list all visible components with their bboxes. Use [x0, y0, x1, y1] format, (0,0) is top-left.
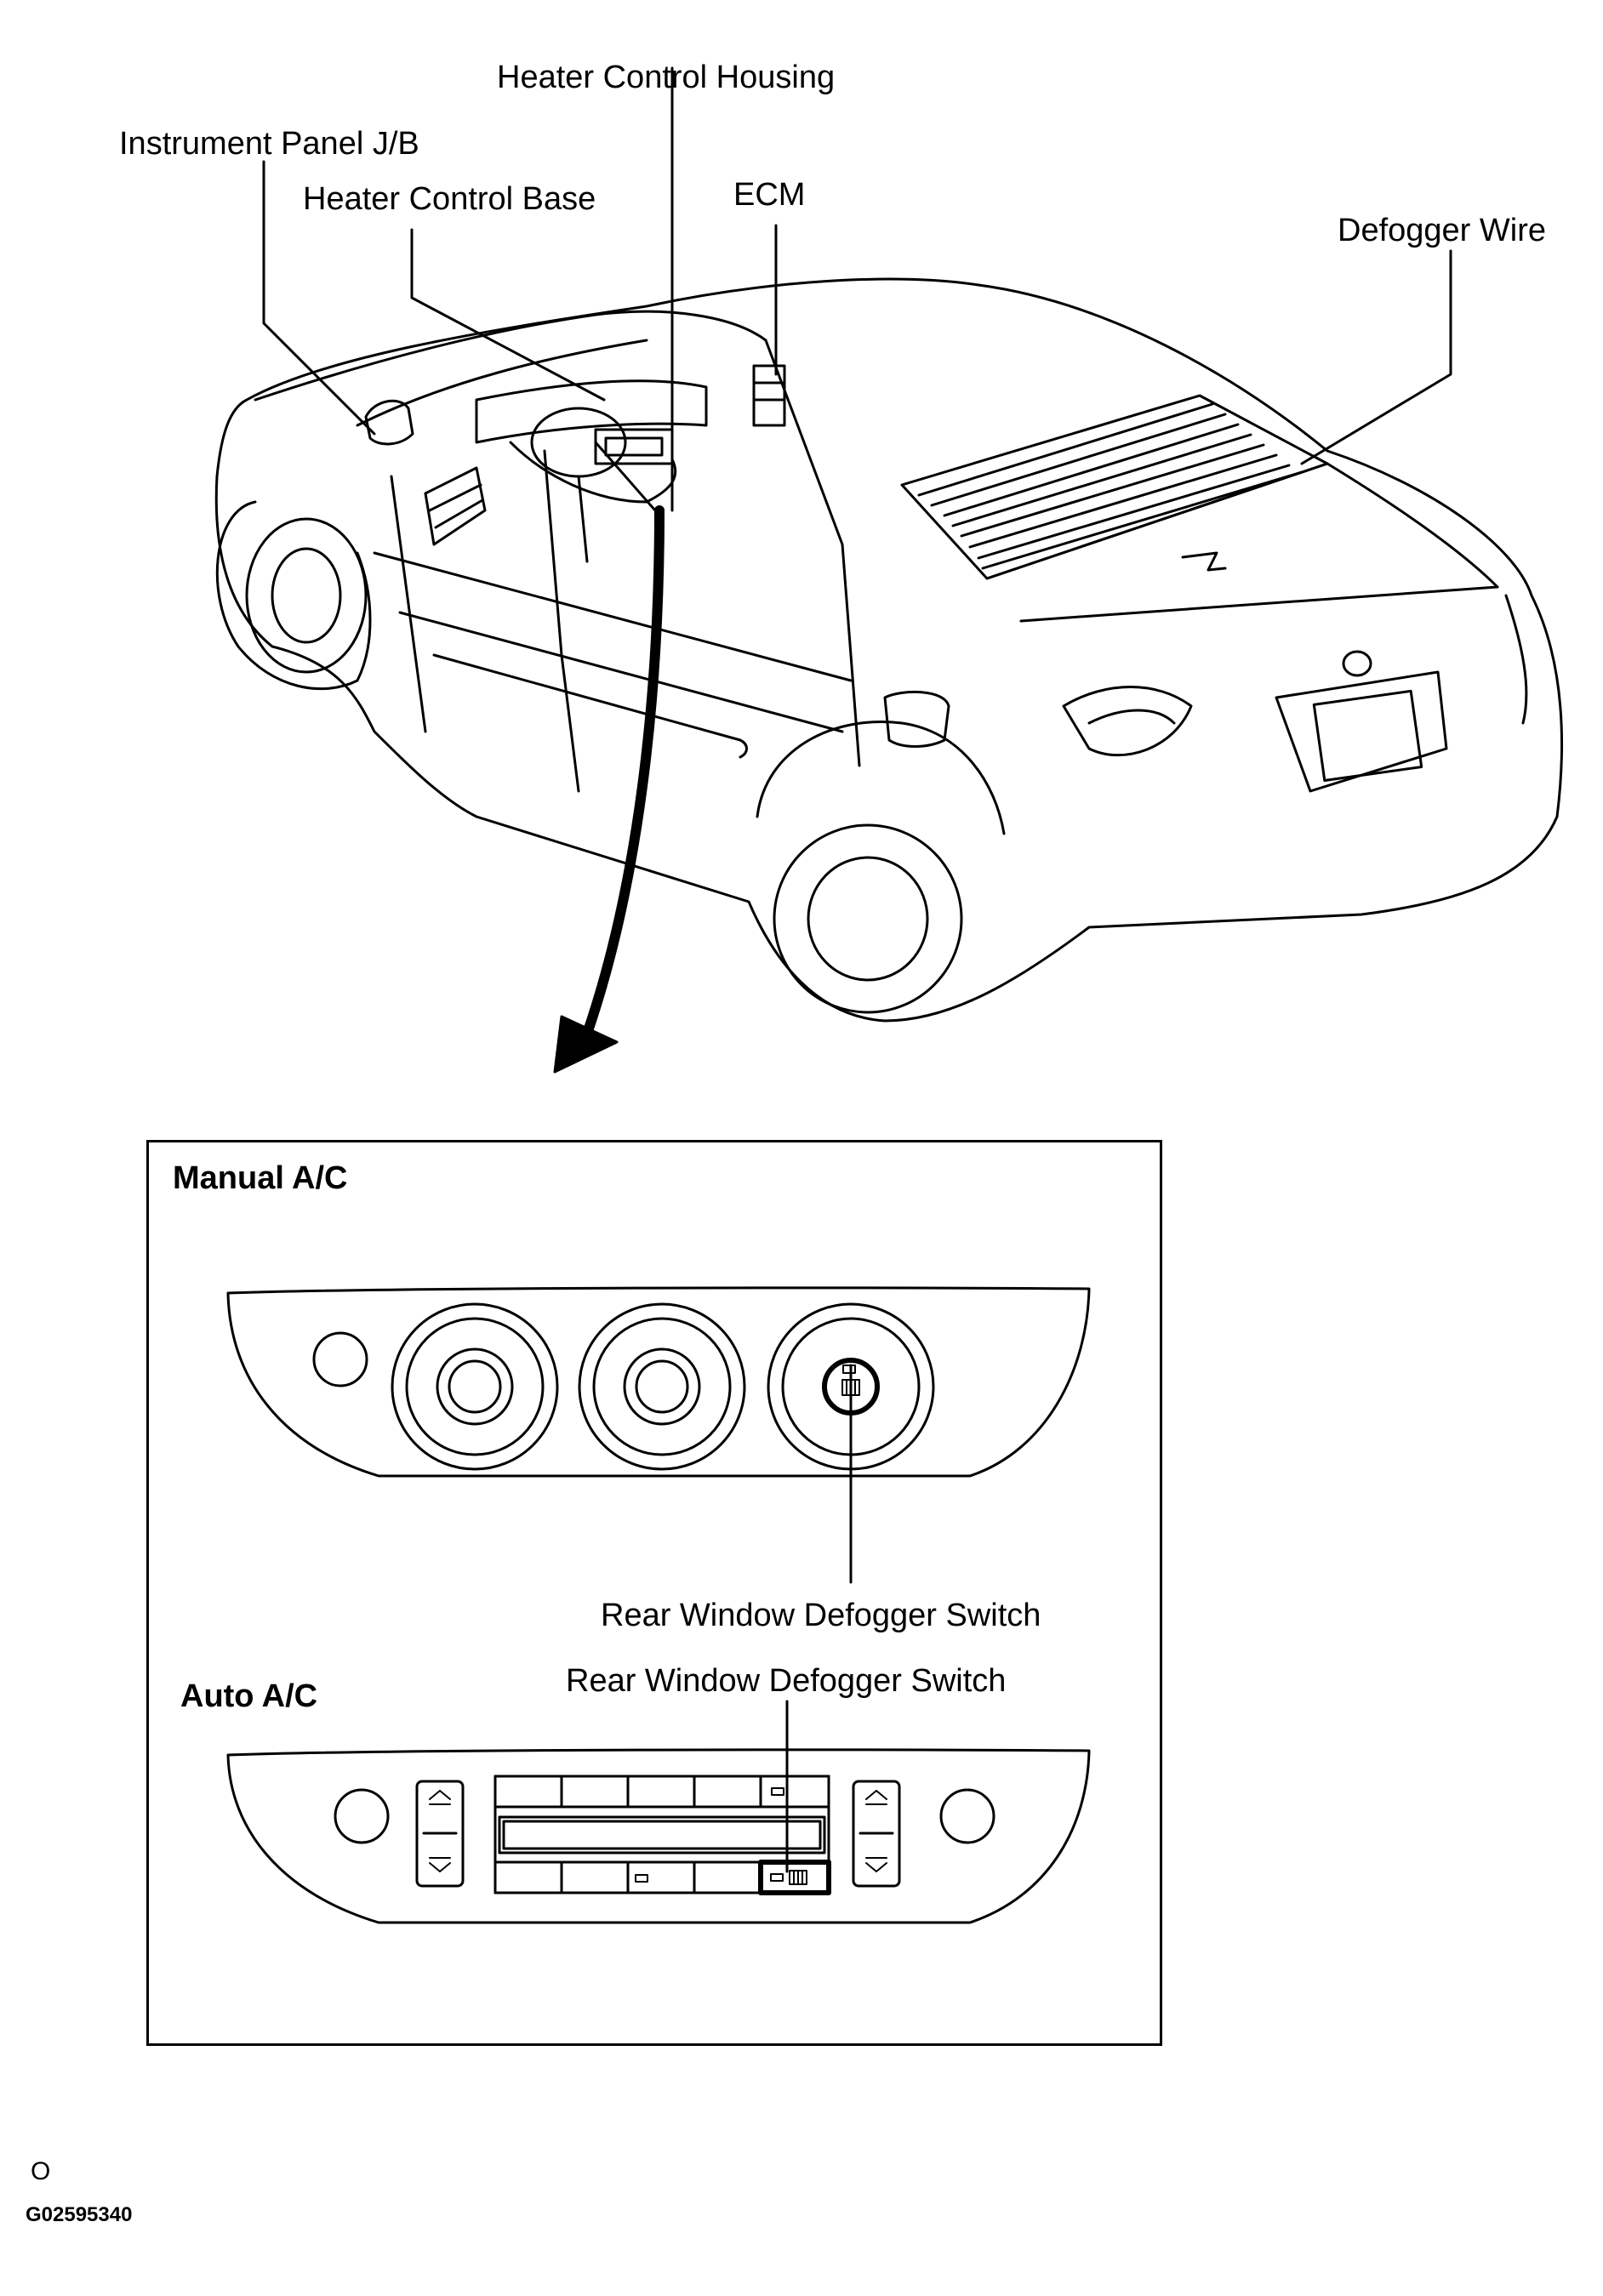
label-defogger-wire: Defogger Wire: [1338, 213, 1546, 248]
ac-panel-detail-box: [146, 1140, 1162, 2046]
footer-mark: O: [31, 2157, 51, 2185]
defogger-switch-auto-icon: [758, 1860, 831, 1895]
auto-ac-control-panel: [226, 1748, 1091, 1924]
auto-display-icon: [498, 1815, 826, 1854]
auto-button-right-icon: [939, 1788, 995, 1844]
label-rear-window-defogger-switch-manual: Rear Window Defogger Switch: [601, 1598, 1041, 1633]
manual-knob-middle-icon: [578, 1302, 746, 1471]
car-illustration: [214, 277, 1564, 1023]
label-heater-control-base: Heater Control Base: [303, 181, 596, 217]
leader-lines: [262, 66, 1452, 1873]
manual-knob-right-icon: [767, 1302, 935, 1471]
detail-arrow: [553, 505, 665, 1074]
temp-rocker-left-icon: [415, 1780, 465, 1888]
manual-button-icon: [312, 1331, 368, 1387]
label-rear-window-defogger-switch-auto: Rear Window Defogger Switch: [566, 1663, 1007, 1699]
manual-ac-control-panel: [226, 1286, 1091, 1478]
figure-id: G02595340: [26, 2203, 133, 2226]
temp-rocker-right-icon: [852, 1780, 901, 1888]
manual-ac-title: Manual A/C: [173, 1160, 348, 1196]
auto-ac-title: Auto A/C: [180, 1678, 318, 1714]
manual-knob-left-icon: [391, 1302, 559, 1471]
label-instrument-panel-jb: Instrument Panel J/B: [119, 126, 419, 162]
label-heater-control-housing: Heater Control Housing: [497, 60, 836, 95]
label-ecm: ECM: [733, 177, 806, 213]
defogger-switch-manual-icon: [822, 1358, 880, 1416]
auto-button-left-icon: [334, 1788, 390, 1844]
